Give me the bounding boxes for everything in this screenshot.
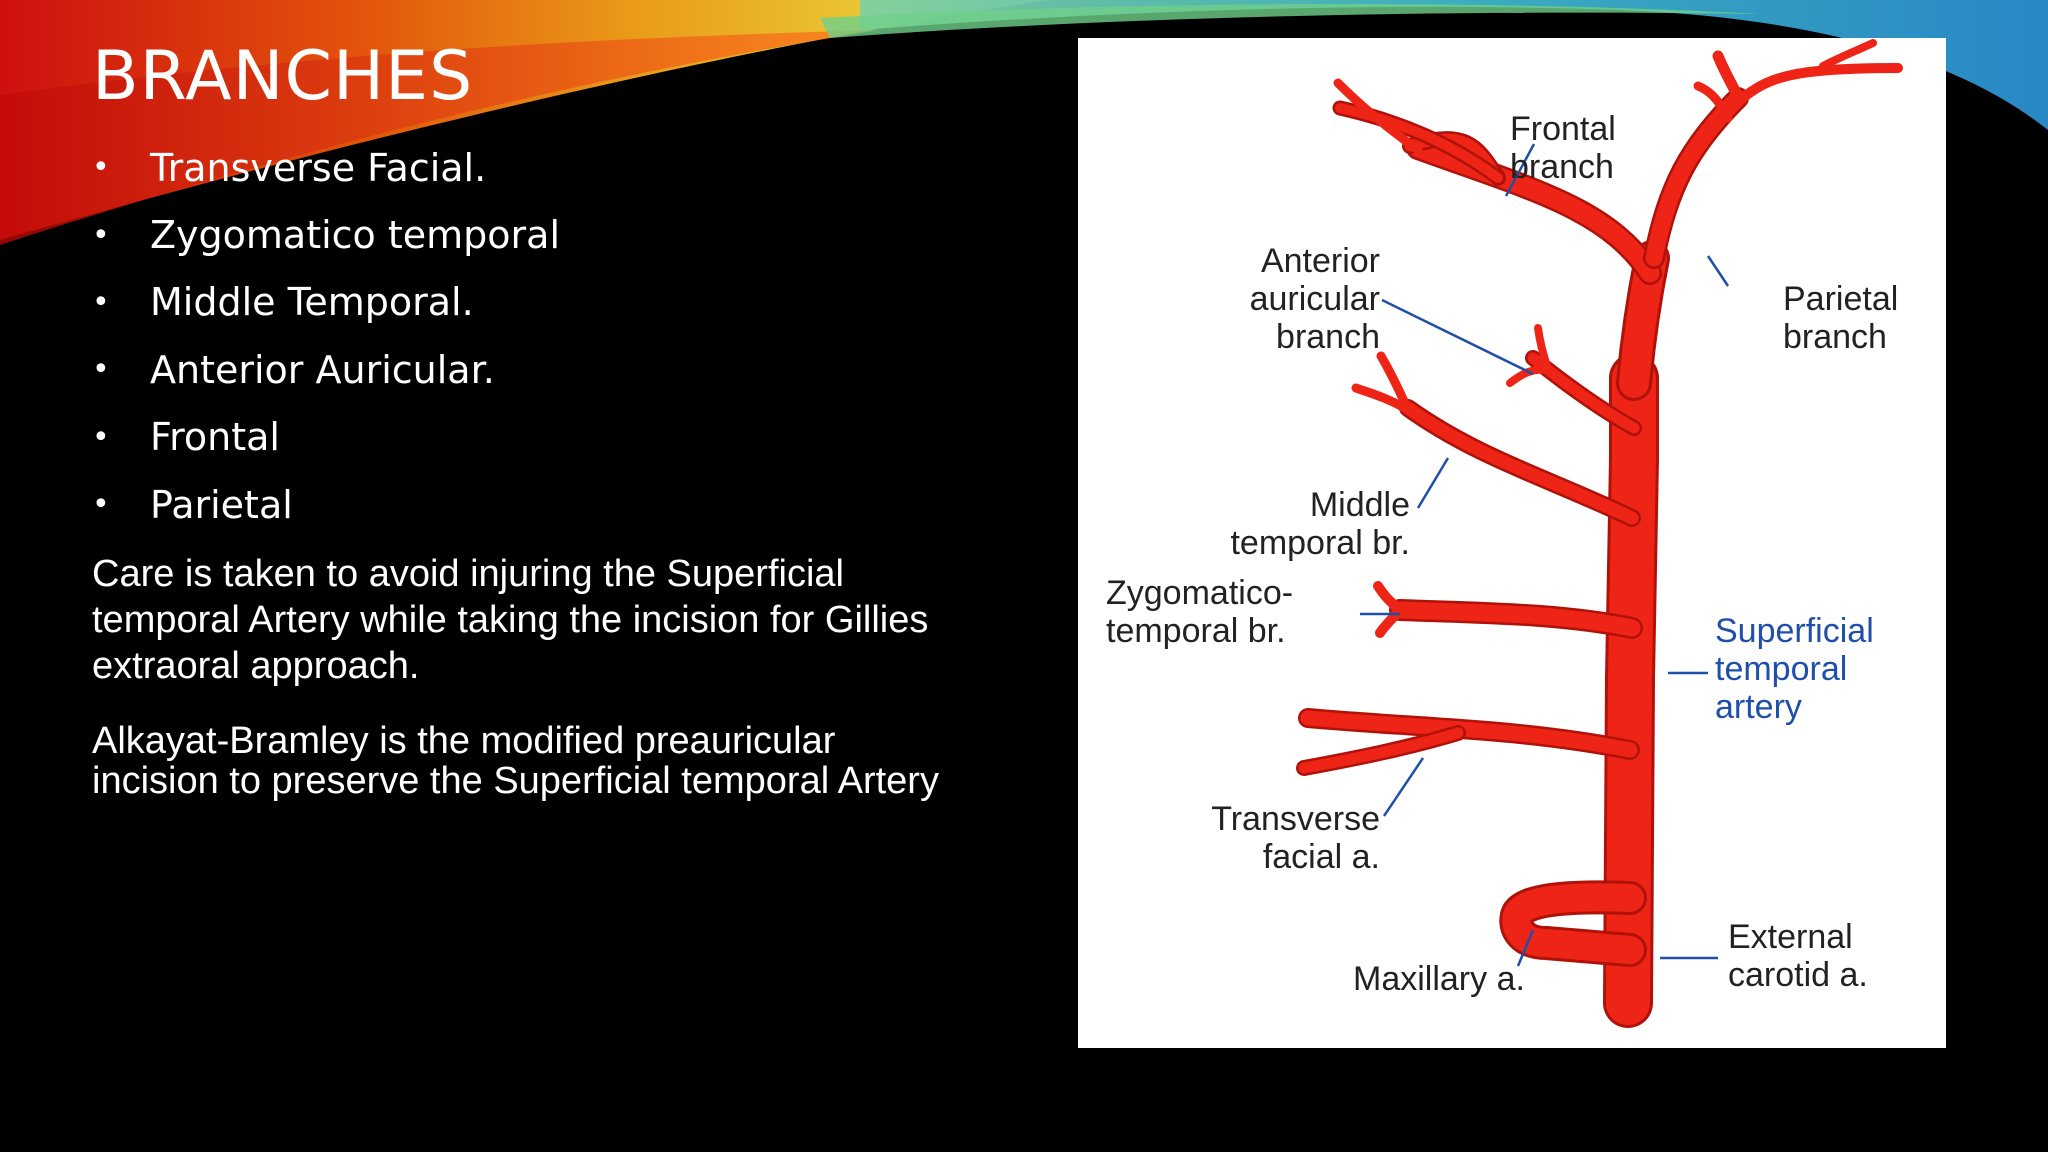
external-carotid-trunk (1606, 356, 1656, 1025)
swoosh-warm (0, 0, 1050, 240)
bullet-dot-icon: • (92, 352, 110, 388)
label-parietal-branch: Parietal branch (1783, 280, 1899, 356)
leader-frontal (1504, 143, 1536, 197)
swoosh-red (0, 30, 880, 245)
frontal-branch (1408, 138, 1660, 283)
frontal-branch-twig (1333, 78, 1423, 155)
parietal-branch-side (1693, 81, 1733, 123)
bullet-dot-icon: • (92, 284, 110, 320)
artery-drawing (1296, 39, 1903, 1028)
slide-title: BRANCHES (92, 37, 474, 116)
bullet-text: Frontal (150, 415, 280, 460)
bullet-item: • Frontal (92, 404, 560, 471)
anterior-auricular-branch (1527, 352, 1640, 434)
leader-maxillary (1516, 929, 1535, 967)
label-maxillary-artery: Maxillary a. (1353, 960, 1525, 998)
parietal-branch (1645, 89, 1747, 267)
transverse-facial-branch (1300, 710, 1638, 758)
transverse-facial-fork (1298, 727, 1464, 774)
swoosh-green-strip (820, 3, 1760, 38)
frontal-branch-fork-lower (1335, 103, 1503, 183)
parietal-branch-left (1712, 50, 1746, 106)
bullet-dot-icon: • (92, 217, 110, 253)
bullet-dot-icon: • (92, 150, 110, 186)
parietal-branch-right-fork (1819, 39, 1877, 70)
branch-bullet-list: • Transverse Facial. • Zygomatico temporal… (92, 134, 560, 538)
bullet-text: Parietal (150, 482, 293, 527)
middle-temporal-fork (1351, 383, 1413, 415)
label-zygomatico-temporal-branch: Zygomatico- temporal br. (1106, 574, 1294, 650)
bullet-text: Transverse Facial. (150, 145, 487, 190)
bullet-item: • Anterior Auricular. (92, 336, 560, 403)
label-external-carotid-artery: External carotid a. (1728, 918, 1868, 994)
bullet-dot-icon: • (92, 487, 110, 523)
label-middle-temporal-branch: Middle temporal br. (1230, 486, 1410, 562)
label-transverse-facial-artery: Transverse facial a. (1211, 800, 1380, 876)
bullet-text: Anterior Auricular. (150, 347, 495, 392)
middle-temporal-branch (1401, 401, 1639, 525)
bullet-item: • Middle Temporal. (92, 269, 560, 336)
bullet-text: Middle Temporal. (150, 280, 474, 325)
leader-anterior-auricular (1381, 298, 1534, 376)
care-paragraph: Care is taken to avoid injuring the Supe… (92, 553, 929, 687)
alkayat-bramley-paragraph: Alkayat-Bramley is the modified preauric… (92, 720, 939, 802)
leader-parietal (1706, 255, 1730, 287)
zygomatico-temporal-branch (1391, 601, 1641, 637)
parietal-branch-right (1735, 63, 1903, 105)
leader-transverse-facial (1382, 757, 1425, 817)
label-superficial-temporal-artery: Superficial temporal artery (1715, 612, 1874, 726)
bullet-dot-icon: • (92, 419, 110, 455)
bullet-item: • Transverse Facial. (92, 134, 560, 201)
superficial-temporal-artery-diagram: Frontal branch Anterior auricular branch… (1078, 38, 1946, 1048)
bullet-text: Zygomatico temporal (150, 213, 561, 258)
leader-middle-temporal (1416, 457, 1450, 509)
bullet-item: • Parietal (92, 471, 560, 538)
bullet-item: • Zygomatico temporal (92, 201, 560, 268)
label-anterior-auricular-branch: Anterior auricular branch (1249, 242, 1380, 356)
label-frontal-branch: Frontal branch (1510, 110, 1616, 186)
